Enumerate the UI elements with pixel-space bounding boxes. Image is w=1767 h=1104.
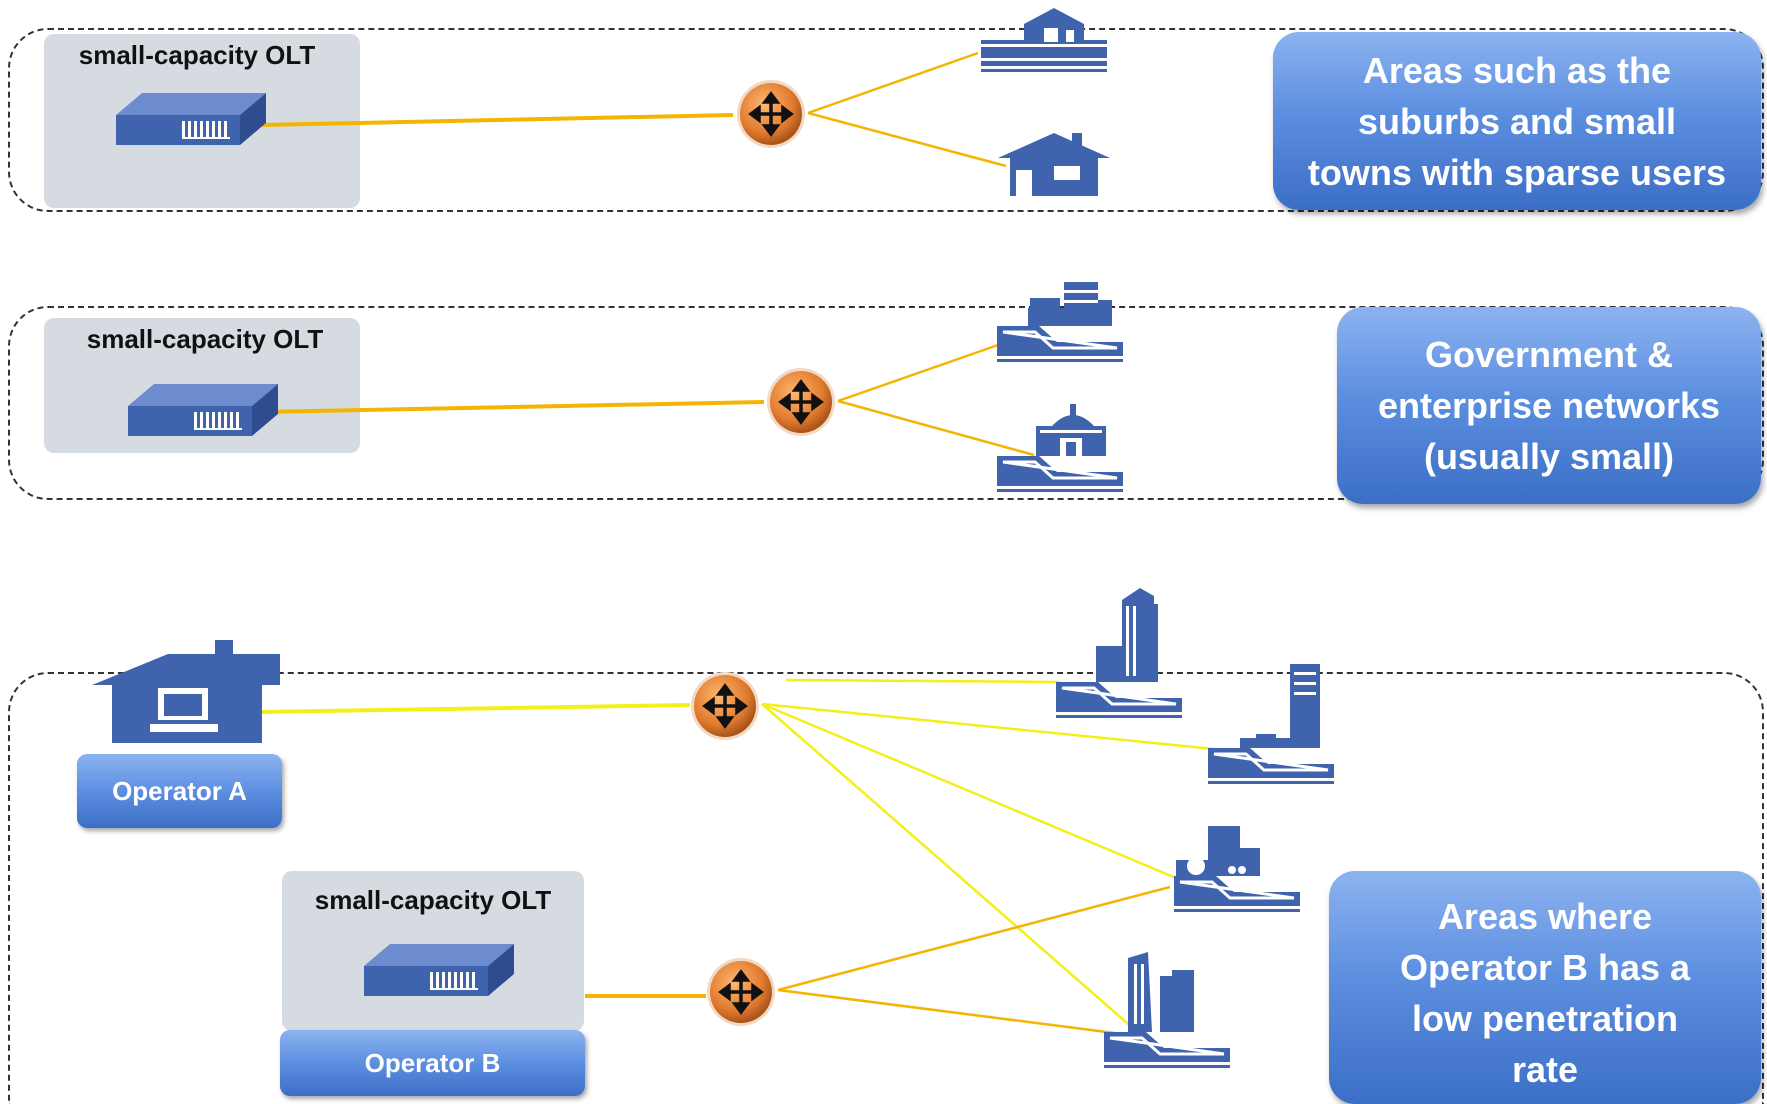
splitter-icon [765,366,837,438]
region-enterprise [8,306,1764,500]
olt-device-icon [116,93,266,145]
olt-device-icon [364,944,514,996]
olt-label: small-capacity OLT [86,324,324,354]
olt-panel-operator-b: small-capacity OLT [282,871,584,1031]
region-operator-b [8,672,1764,1104]
fiber-drops-2 [837,343,1035,457]
splitter-icon [689,670,761,742]
operator-a-label: Operator A [77,754,282,828]
fiber-trunk-1 [261,113,734,127]
skyscraper-icon [1206,664,1336,786]
residential-building-icon [981,8,1107,72]
office-tower-icon [1054,588,1184,720]
callout-suburbs: Areas such as the suburbs and small town… [1273,32,1761,210]
operator-b-label: Operator B [280,1030,585,1096]
government-building-icon [995,404,1125,494]
callout-operator-b: Areas where Operator B has a low penetra… [1329,871,1761,1104]
splitter-icon [735,78,807,150]
fiber-drops-operator-a [761,678,1225,1031]
region-suburbs [8,28,1764,212]
park-building-icon [1172,826,1302,914]
enterprise-building-icon [995,282,1125,364]
olt-label: small-capacity OLT [78,40,316,70]
olt-label: small-capacity OLT [314,885,552,915]
fiber-drops-1 [807,51,1007,168]
fiber-trunk-2 [261,400,765,414]
fiber-trunk-operator-a [261,703,691,714]
fiber-drops-operator-b [777,885,1171,1037]
operator-a-house-icon [92,640,280,743]
house-icon [998,133,1110,196]
splitter-icon [705,956,777,1028]
business-district-icon [1102,952,1232,1070]
callout-enterprise: Government & enterprise networks (usuall… [1337,307,1761,504]
olt-device-icon [128,384,278,436]
